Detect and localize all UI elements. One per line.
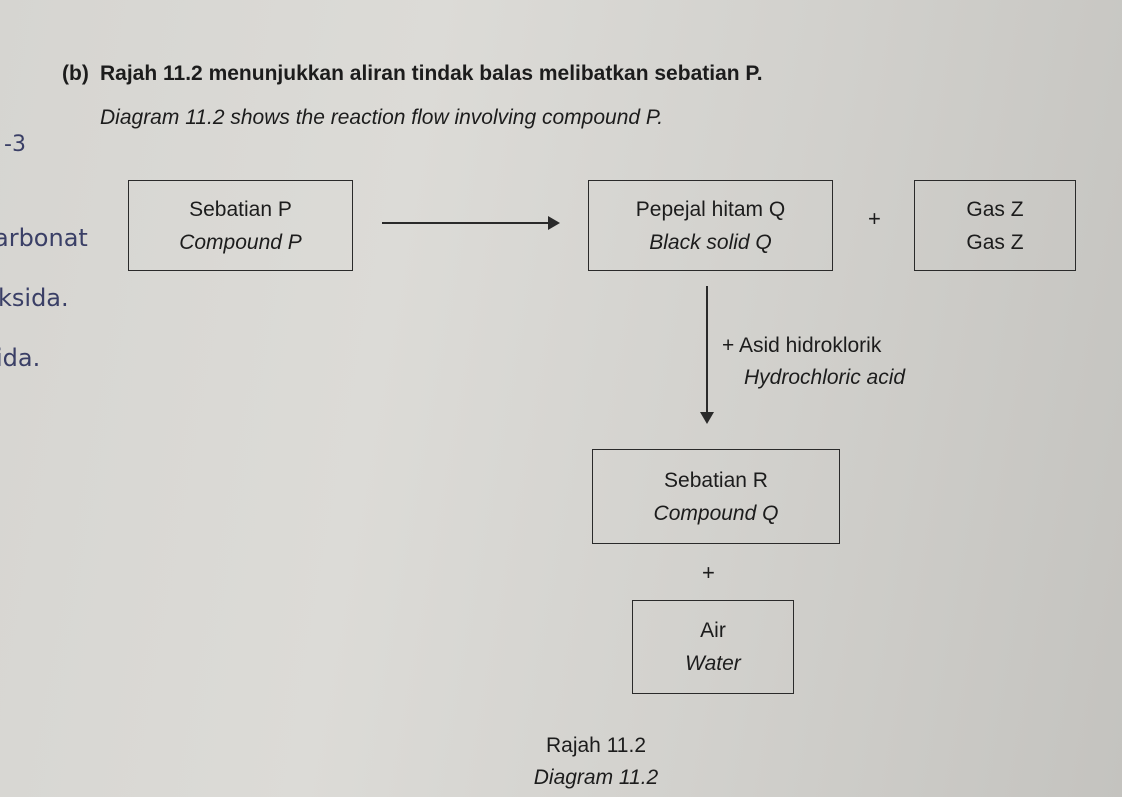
compound-r-box: Sebatian R Compound Q [592,449,840,544]
margin-note-number: -3 [4,132,26,157]
question-text-english: Diagram 11.2 shows the reaction flow inv… [100,106,664,129]
compound-p-malay: Sebatian P [189,197,292,221]
black-solid-q-malay: Pepejal hitam Q [635,197,786,221]
reaction-arrow-line [382,222,550,224]
margin-note-carbonate: arbonat [0,224,88,252]
gas-z-english: Gas Z [966,230,1024,254]
gas-z-box: Gas Z Gas Z [914,180,1076,271]
compound-r-english: Compound Q [653,501,779,525]
diagram-caption-english: Diagram 11.2 [533,766,659,789]
reaction-arrowhead [548,216,560,230]
margin-note-oxide: ksida. [0,284,69,312]
question-label: (b) [62,62,89,85]
reagent-arrowhead [700,412,714,424]
water-box: Air Water [632,600,794,694]
black-solid-q-box: Pepejal hitam Q Black solid Q [588,180,833,271]
reagent-english: Hydrochloric acid [744,366,906,389]
diagram-caption-malay: Rajah 11.2 [545,734,647,757]
reagent-malay: + Asid hidroklorik [722,334,882,357]
gas-z-malay: Gas Z [966,197,1024,221]
reagent-arrow-line [706,286,708,414]
compound-p-box: Sebatian P Compound P [128,180,353,271]
water-malay: Air [700,619,726,642]
margin-note-ida: ida. [0,344,41,372]
compound-r-malay: Sebatian R [664,468,768,492]
plus-sign-bottom: + [702,560,715,585]
plus-sign-top: + [868,206,881,231]
water-english: Water [685,652,741,675]
question-text-malay: Rajah 11.2 menunjukkan aliran tindak bal… [100,62,763,85]
compound-p-english: Compound P [179,230,302,254]
black-solid-q-english: Black solid Q [649,230,772,254]
